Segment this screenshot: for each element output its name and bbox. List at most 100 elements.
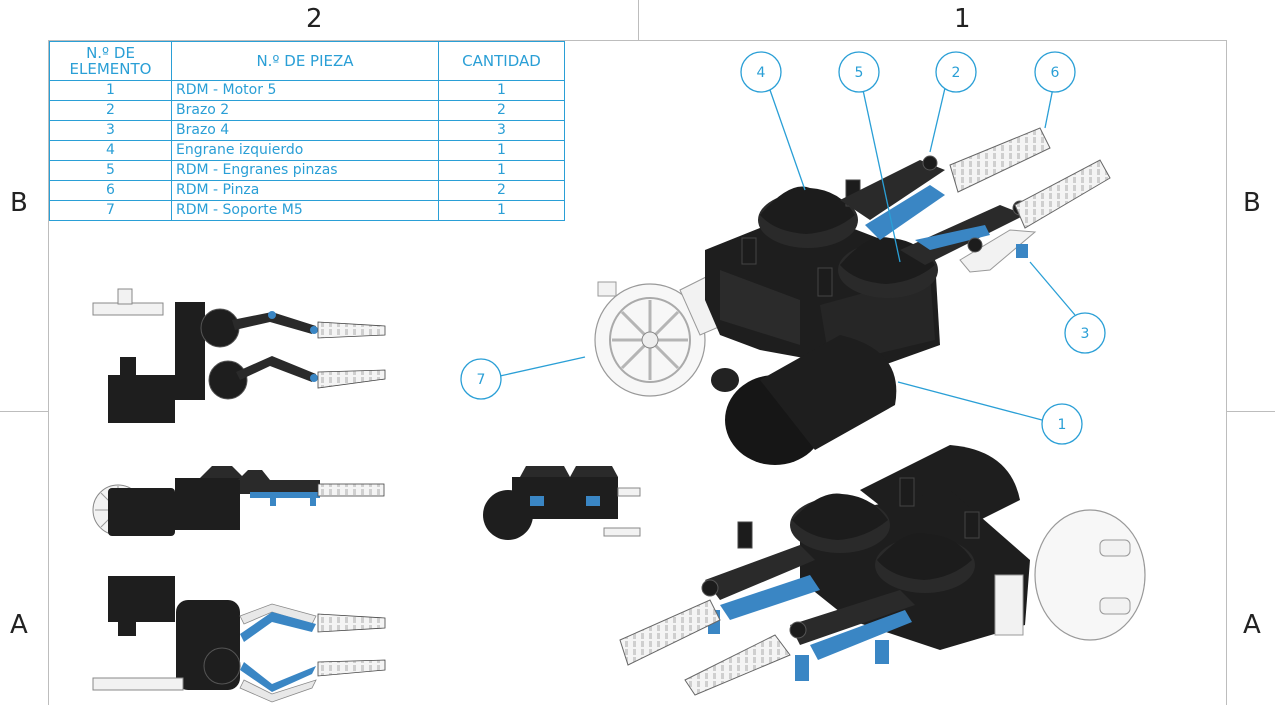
right-gear-cone [877, 533, 972, 580]
pin-blue [795, 655, 809, 681]
gripper-finger [317, 483, 385, 497]
arm-bar-blue [250, 492, 320, 498]
arm-white [239, 679, 317, 703]
arm [232, 312, 316, 334]
zone-divider-left [0, 411, 48, 412]
pin [922, 155, 938, 171]
bom-qty: 1 [438, 200, 565, 221]
gripper-finger [1014, 159, 1111, 229]
frame-top [48, 40, 1227, 41]
gear [208, 360, 248, 400]
motor-body [760, 335, 897, 450]
support-pin [603, 527, 641, 537]
arm [790, 590, 915, 645]
left-gear-cone [760, 186, 855, 234]
leader-line [862, 89, 901, 263]
gear-top [200, 466, 244, 478]
zone-label-1: 1 [954, 4, 971, 34]
bom-header-part: N.º DE PIEZA [171, 41, 439, 81]
motor-cap [118, 620, 136, 636]
bom-header-row: N.º DE ELEMENTO N.º DE PIEZA CANTIDAD [49, 41, 565, 81]
leader-line [897, 381, 1043, 421]
wheel-hub [641, 331, 659, 349]
pin [310, 374, 318, 382]
balloon-number: 3 [1081, 326, 1090, 342]
zone-divider-top [638, 0, 639, 40]
balloon-number: 5 [855, 65, 864, 81]
bom-header-qty: CANTIDAD [438, 41, 565, 81]
balloon-5: 5 [838, 51, 880, 93]
motor-block [108, 576, 175, 622]
balloon-7: 7 [460, 358, 502, 400]
left-gear-cone [792, 493, 888, 540]
arm-blue [240, 612, 316, 642]
gear-top [520, 466, 570, 477]
arm-white [959, 229, 1037, 273]
bottom-view [92, 576, 386, 703]
frame-left [48, 40, 49, 705]
balloon-4: 4 [740, 51, 782, 93]
zone-label-a-left: A [10, 610, 28, 640]
zone-label-b-left: B [10, 188, 28, 218]
arm-blue [865, 185, 945, 240]
pin [310, 326, 318, 334]
motor-shaft [711, 368, 739, 392]
balloon-number: 2 [952, 65, 961, 81]
body-block [175, 478, 240, 530]
pin [310, 496, 316, 506]
zone-label-a-right: A [1243, 610, 1261, 640]
arm-bar [240, 480, 320, 494]
support-plate [92, 677, 184, 691]
leader-line [929, 87, 946, 153]
arm [840, 160, 945, 220]
support-pin [117, 288, 133, 305]
arm-blue [240, 662, 316, 692]
arm-blue [720, 575, 820, 620]
balloon-number: 1 [1058, 417, 1067, 433]
motor-body [108, 488, 175, 536]
gripper-finger [317, 321, 386, 339]
blue-part [586, 496, 600, 506]
post [964, 511, 980, 539]
bom-part: RDM - Engranes pinzas [171, 160, 439, 181]
pin [268, 311, 276, 319]
gripper-finger [949, 127, 1051, 193]
body-block [175, 302, 205, 400]
support-wheel-inner [609, 297, 691, 383]
support-pin [597, 281, 617, 297]
zone-label-b-right: B [1243, 188, 1261, 218]
body-face [720, 270, 800, 345]
gear [203, 647, 241, 685]
isometric-view-top [594, 127, 1111, 465]
leader-line [769, 89, 806, 191]
pin-blue [875, 640, 889, 664]
frame-right [1226, 40, 1227, 705]
front-view [92, 466, 385, 536]
leader-line [499, 356, 586, 377]
gear-top [570, 466, 618, 477]
gear-top [238, 470, 270, 480]
bom-part: Engrane izquierdo [171, 140, 439, 161]
support-pin [1099, 597, 1131, 615]
balloon-3: 3 [1064, 312, 1106, 354]
pin [967, 237, 983, 253]
balloon-number: 7 [477, 372, 486, 388]
arm-blue [915, 225, 990, 250]
arm [705, 545, 815, 600]
support-pin [617, 487, 641, 497]
gripper-finger [684, 634, 791, 696]
gear [200, 308, 240, 348]
zone-label-2: 2 [306, 4, 323, 34]
isometric-view-bottom [619, 445, 1146, 696]
balloon-2: 2 [935, 51, 977, 93]
gripper-finger [317, 613, 386, 633]
arm-blue [810, 610, 912, 660]
balloon-number: 6 [1051, 65, 1060, 81]
